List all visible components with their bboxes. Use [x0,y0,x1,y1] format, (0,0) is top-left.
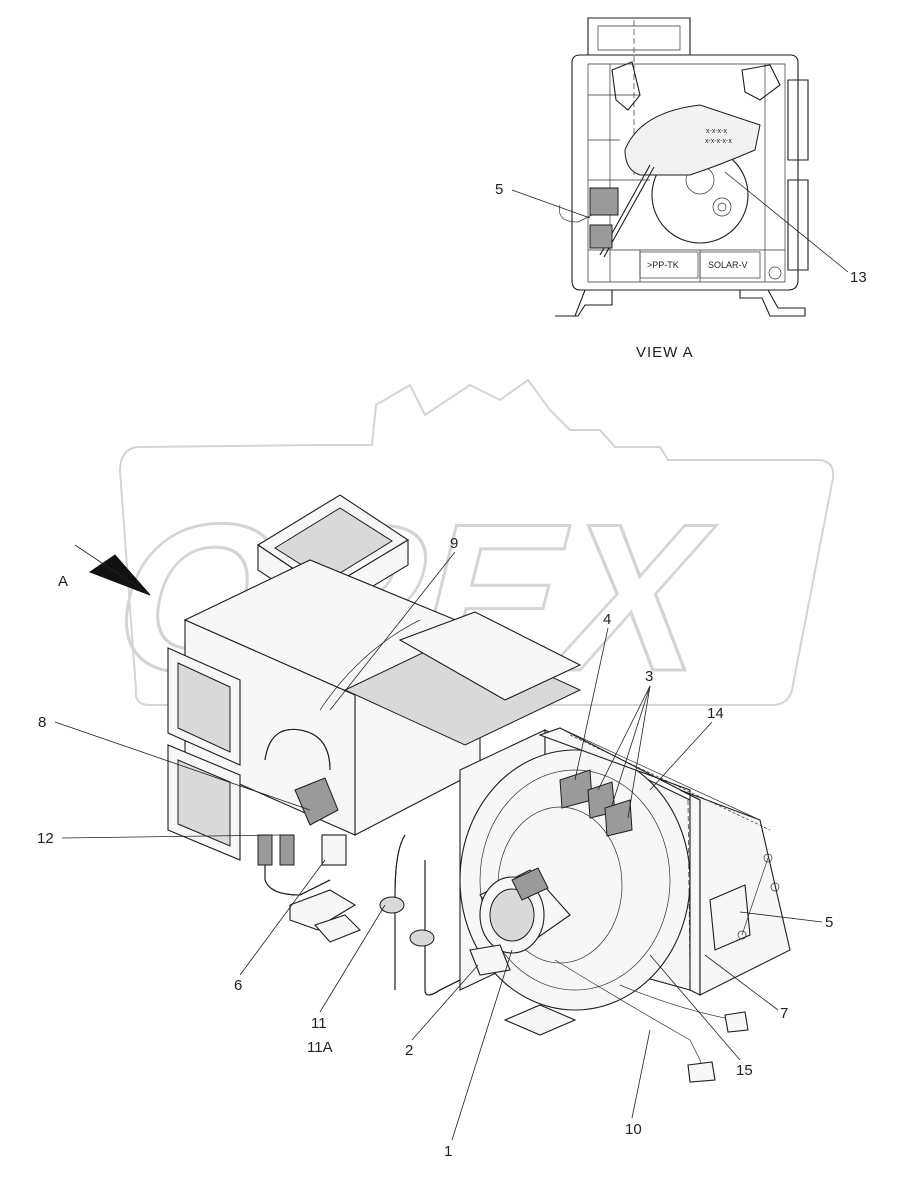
svg-text:x-x-x-x: x-x-x-x [706,128,727,135]
callout-5-main: 5 [825,914,833,931]
callout-2: 2 [405,1042,413,1059]
callout-1: 1 [444,1143,452,1160]
hvac-unit-assembly [167,494,791,1083]
callout-5-view-a: 5 [495,181,503,198]
callout-14: 14 [707,705,724,722]
callout-11: 11 [311,1015,327,1032]
callout-8: 8 [38,714,46,731]
view-a-panel-label-1: >PP-TK [647,260,679,270]
callout-9: 9 [450,535,458,552]
view-a-drawing: x-x-x-x x-x-x-x-x >PP-TK SOLAR-V [555,17,809,317]
callout-15: 15 [736,1062,753,1079]
callout-6: 6 [234,977,242,994]
callout-11a: 11A [307,1039,333,1056]
view-arrow-label: A [58,573,68,590]
svg-text:x-x-x-x-x: x-x-x-x-x [705,138,732,145]
callout-7: 7 [780,1005,788,1022]
callout-13: 13 [850,269,867,286]
main-callouts: 9 4 3 14 8 12 5 6 11 11A 2 7 15 1 10 [37,535,833,1160]
view-a-arrow: A [58,544,151,596]
view-a-caption-text: VIEW A [636,344,694,361]
view-a-callouts: 5 13 VIEW A [495,171,867,361]
view-a-panel-label-2: SOLAR-V [708,260,748,270]
callout-4: 4 [603,611,611,628]
callout-3: 3 [645,668,653,685]
view-a-caption: VIEW A [636,344,694,361]
callout-12: 12 [37,830,54,847]
callout-10: 10 [625,1121,642,1138]
